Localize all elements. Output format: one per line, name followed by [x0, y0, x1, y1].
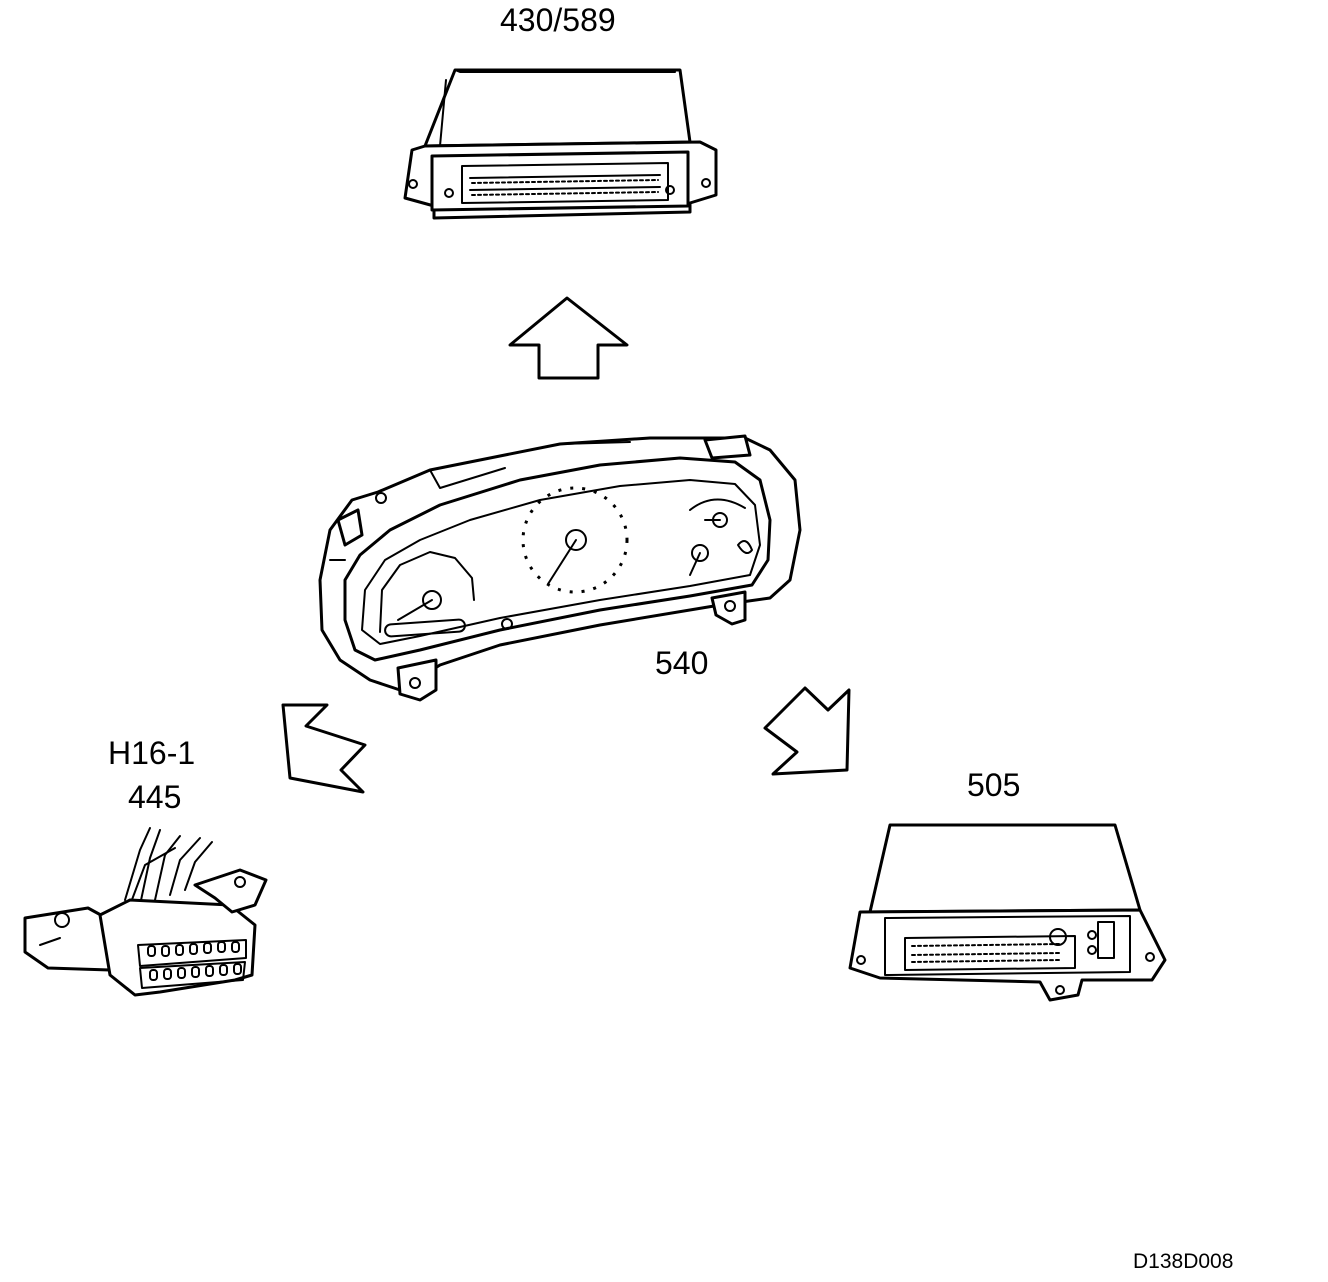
label-connector-line2: 445	[128, 779, 182, 815]
diagnostic-connector	[23, 827, 268, 997]
arrow-down-left	[281, 703, 367, 794]
label-right-module: 505	[967, 767, 1021, 803]
connector-pins	[137, 939, 247, 989]
right-module-pins	[911, 943, 1061, 963]
instrument-cluster	[318, 434, 802, 702]
connector-wires	[124, 827, 213, 906]
label-cluster: 540	[655, 645, 709, 681]
right-control-module	[848, 823, 1167, 1002]
top-module-pins	[469, 174, 661, 196]
speedometer	[521, 486, 629, 594]
label-top-module: 430/589	[500, 2, 616, 38]
label-connector-line1: H16-1	[108, 735, 196, 771]
arrow-down-right	[763, 686, 851, 776]
drawing-code: D138D008	[1133, 1250, 1234, 1273]
top-control-module	[403, 68, 718, 220]
arrow-up	[508, 296, 629, 380]
